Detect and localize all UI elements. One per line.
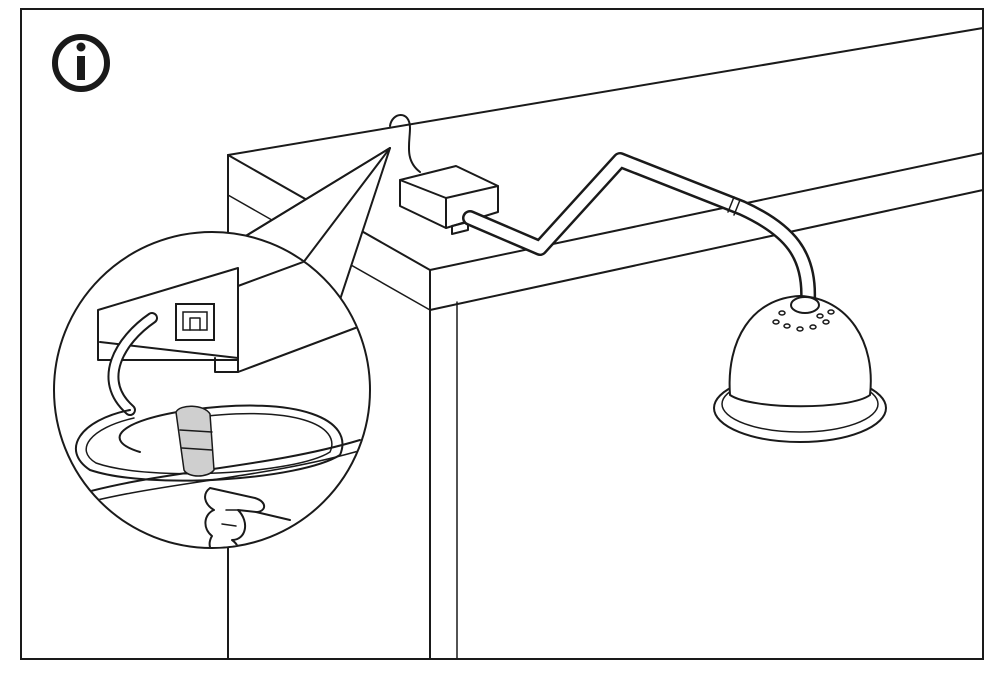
power-cord [389, 114, 421, 173]
velcro-strap [175, 405, 215, 477]
cable-port [175, 303, 215, 341]
vent-holes [772, 309, 835, 332]
info-icon [52, 34, 110, 92]
lamp-shade [713, 295, 887, 443]
pointing-hand-icon [204, 487, 291, 547]
lamp-arm [462, 152, 817, 308]
detail-callout [53, 147, 391, 549]
